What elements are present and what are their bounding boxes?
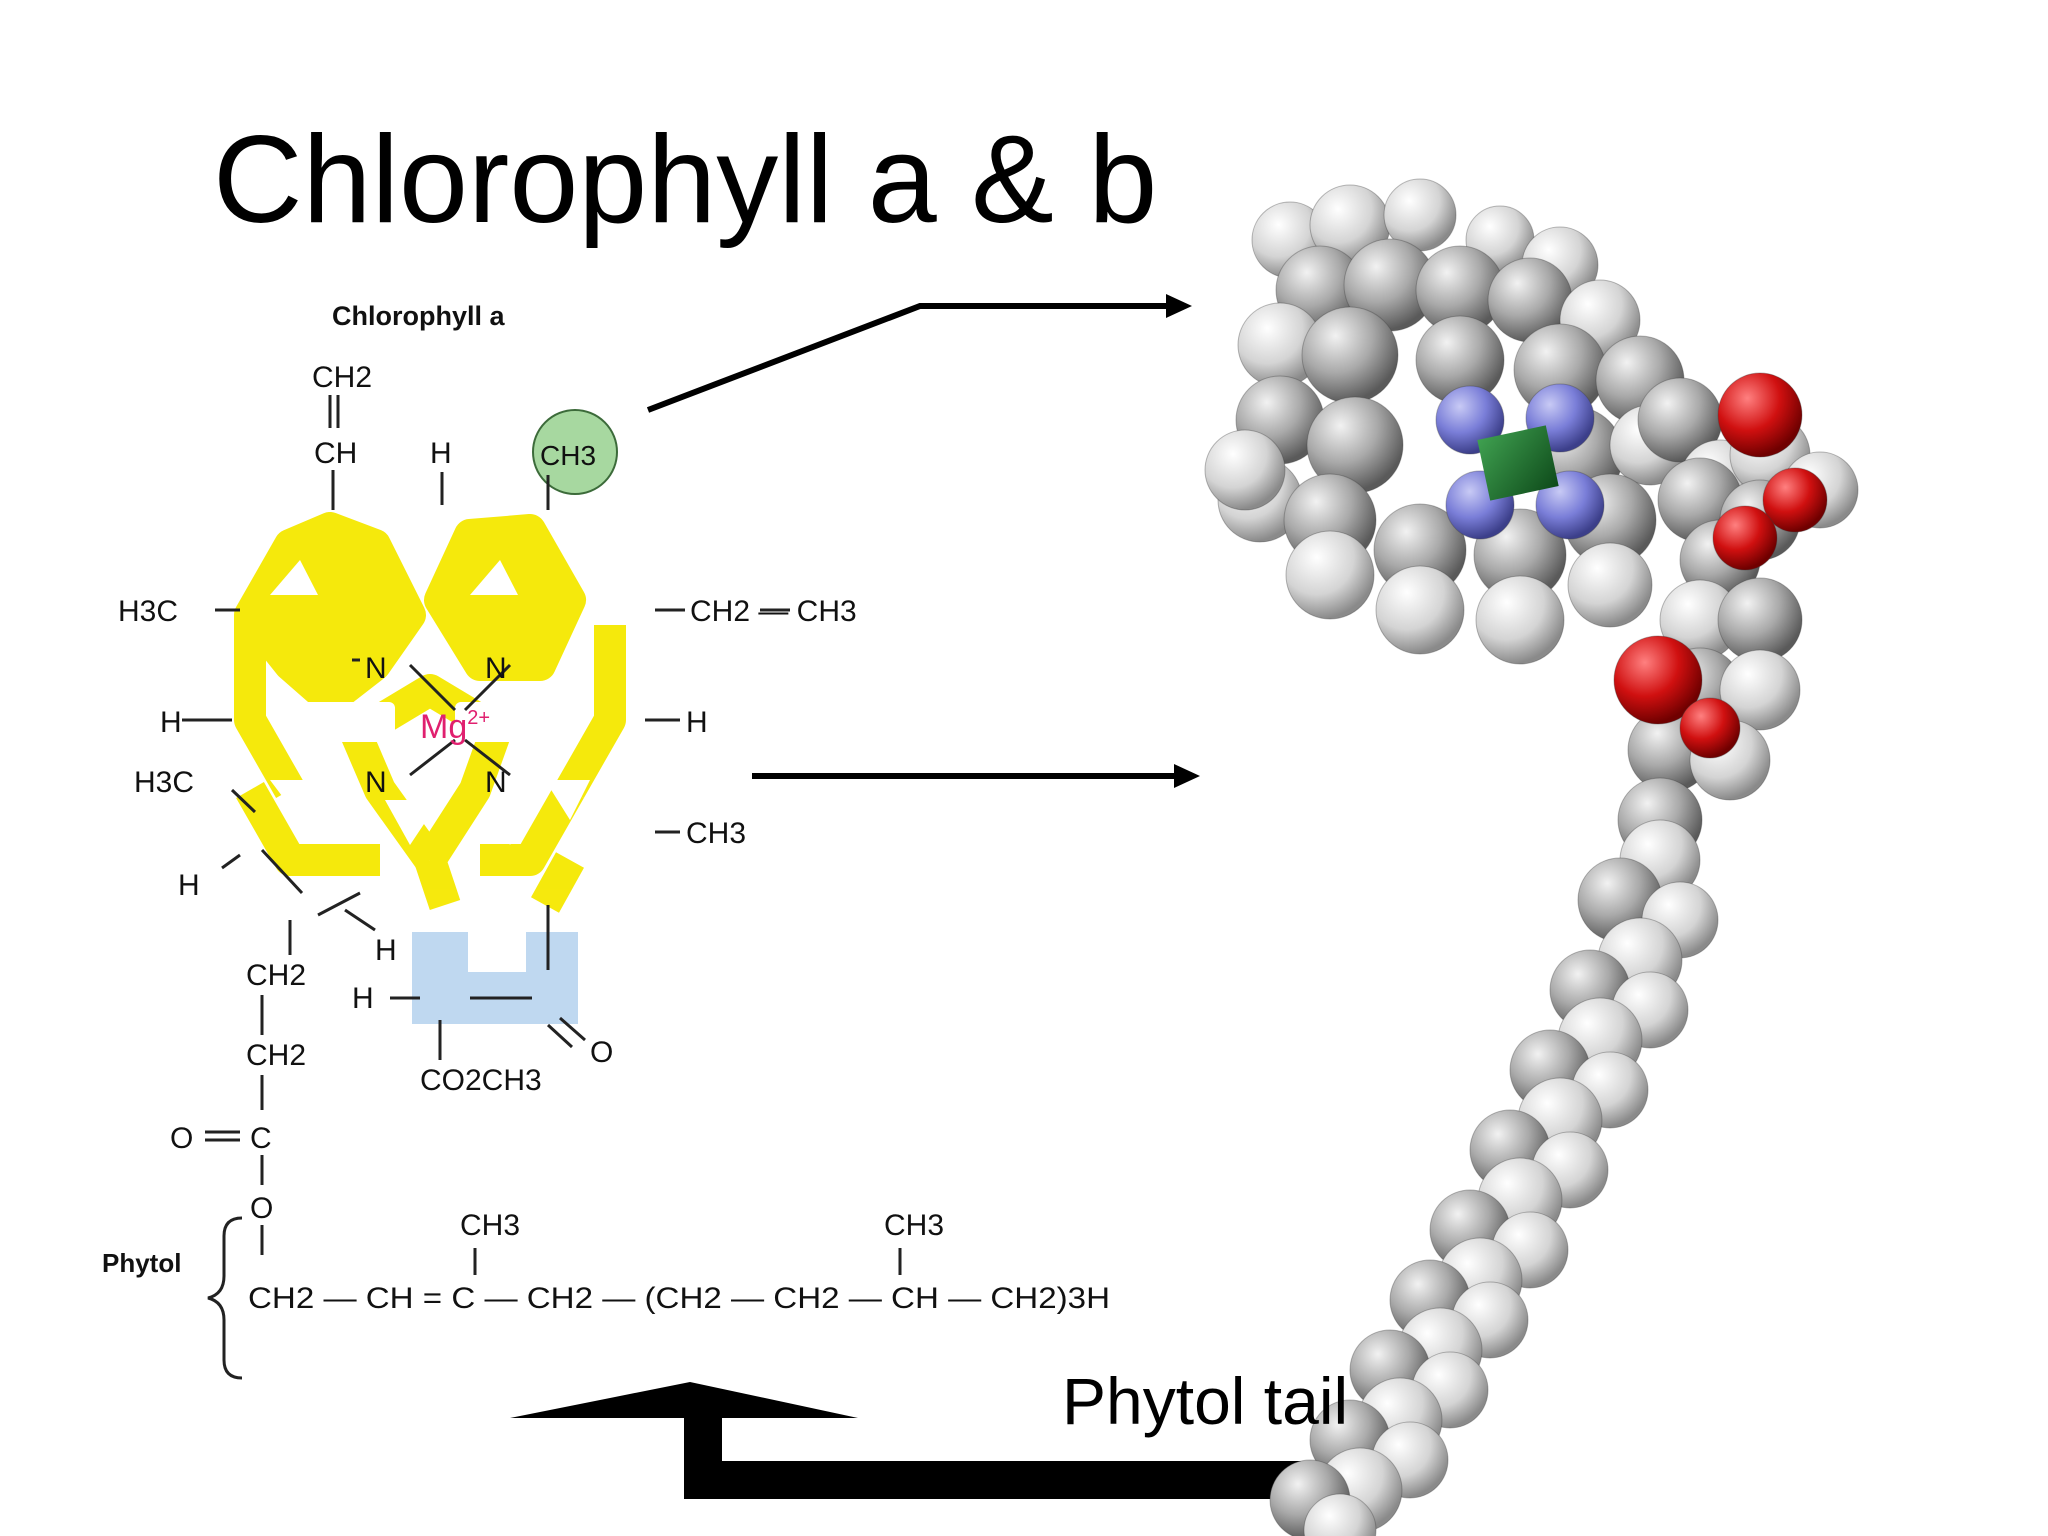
atom-methyl-highlight: CH3 (540, 440, 596, 471)
atom-carbonyl-c: C (250, 1122, 272, 1155)
phytol-label: Phytol (102, 1248, 181, 1278)
atom-ketone-o: O (590, 1036, 613, 1069)
atom-vinyl-ch2: CH2 (312, 361, 372, 394)
hydrogen-atom (1567, 542, 1653, 628)
atom-n-bottom-left: N (365, 766, 387, 799)
carbon-atom (1717, 577, 1803, 663)
atom-ch2-b: CH2 (246, 1039, 306, 1072)
hydrogen-atom (1204, 429, 1286, 511)
phytol-tail-caption: Phytol tail (1062, 1364, 1349, 1438)
oxygen-atom (1762, 467, 1828, 533)
carbon-atom (1301, 306, 1399, 404)
oxygen-atom (1679, 697, 1741, 759)
annotation-arrows (510, 294, 1348, 1499)
magnesium-atom (1477, 425, 1559, 501)
atom-n-top-left: N (365, 652, 387, 685)
atom-vinyl-ch: CH (314, 437, 357, 470)
chlorophyll-a-structure: Chlorophyll a (102, 301, 1110, 1380)
atom-carbonyl-o: O (170, 1122, 193, 1155)
atom-methyl-right: CH3 (686, 817, 746, 850)
atom-h-lower: H (178, 869, 200, 902)
atom-ester-group: CO2CH3 (420, 1064, 542, 1097)
space-filling-model (1204, 178, 1859, 1536)
atom-n-top-right: N (485, 652, 507, 685)
arrow-to-methyl (646, 294, 1192, 413)
atom-h-right: H (686, 706, 708, 739)
atom-methyl-left-lower: H3C (134, 766, 194, 799)
atom-h-left: H (160, 706, 182, 739)
atom-ester-o: O (250, 1192, 273, 1225)
slide-title: Chlorophyll a & b (213, 111, 1158, 249)
hydrogen-atom (1719, 649, 1801, 731)
nitrogen-atom (1435, 385, 1505, 455)
hydrogen-atom (1285, 530, 1375, 620)
arrow-to-ring (752, 764, 1200, 788)
hydrogen-atom (1475, 575, 1565, 665)
oxygen-atom (1717, 372, 1803, 458)
atom-ch2-a: CH2 (246, 959, 306, 992)
atom-n-bottom-right: N (485, 766, 507, 799)
oxygen-atom (1712, 505, 1778, 571)
structure-label: Chlorophyll a (332, 301, 505, 331)
atom-ethyl: CH2 — CH3 (690, 595, 857, 628)
nitrogen-atom (1535, 470, 1605, 540)
atom-h-ketone: H (352, 982, 374, 1015)
phytol-branch-1: CH3 (460, 1209, 520, 1242)
hydrogen-atom (1375, 565, 1465, 655)
phytol-branch-2: CH3 (884, 1209, 944, 1242)
ring-highlight (234, 512, 626, 913)
phytol-chain: CH2 — CH = C — CH2 — (CH2 — CH2 — CH — C… (248, 1282, 1110, 1315)
atom-h-top: H (430, 437, 452, 470)
magnesium-ion: Mg2+ (420, 707, 490, 746)
bond-lines (182, 395, 902, 1380)
hydrogen-atom (1303, 1493, 1377, 1536)
methyl-highlight-circle (532, 409, 618, 495)
ring-openings (270, 560, 590, 845)
arrow-to-phytol (510, 1382, 1348, 1499)
oxygen-atom (1613, 635, 1703, 725)
atom-methyl-left: H3C (118, 595, 178, 628)
atom-h-bridge: H (375, 934, 397, 967)
